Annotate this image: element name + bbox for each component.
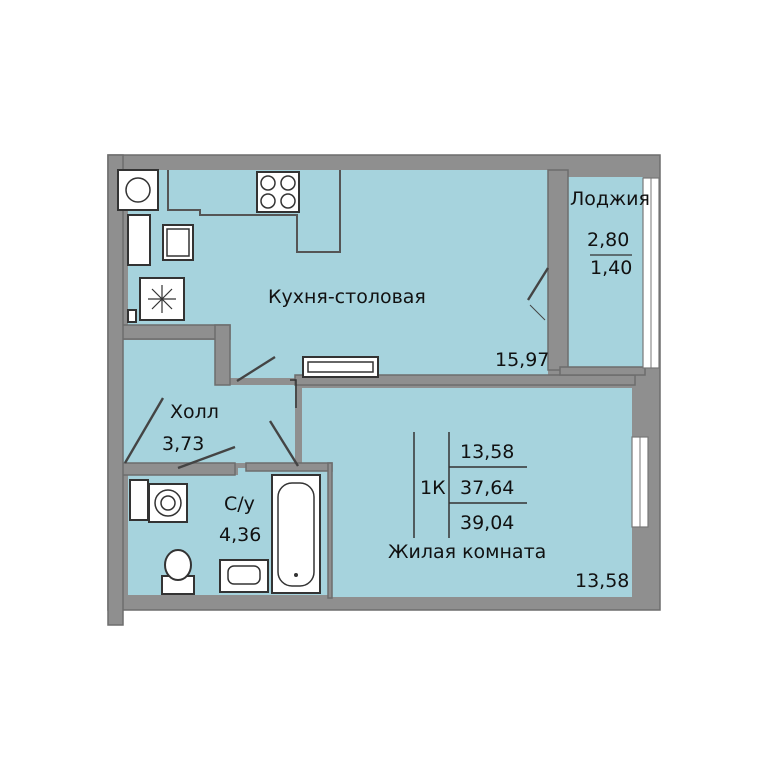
total-with-loggia-value: 39,04: [460, 512, 514, 534]
interior-walls: [107, 154, 646, 626]
bathroom-fixtures: [129, 474, 321, 595]
living-area-value: 13,58: [460, 441, 514, 463]
living-name: Жилая комната: [388, 541, 546, 563]
total-area-value: 37,64: [460, 477, 514, 499]
hall-name: Холл: [170, 401, 219, 423]
loggia-name: Лоджия: [570, 188, 650, 210]
radiator-icon: [302, 356, 379, 378]
vent-shaft-icon: [117, 169, 159, 211]
apartment-type: 1К: [420, 477, 446, 499]
living-area-value: 13,58: [575, 570, 629, 592]
sink-icon: [162, 224, 194, 261]
washbasin-icon: [219, 559, 269, 593]
hall-area-value: 3,73: [162, 433, 204, 455]
hall-area: [123, 340, 295, 463]
area-summary: 1К 13,58 37,64 39,04: [413, 432, 527, 538]
loggia-area-total: 2,80: [587, 229, 629, 251]
kitchen-counter: [117, 169, 341, 323]
room-labels: Лоджия 2,80 1,40 Кухня-столовая 15,97 Хо…: [162, 188, 650, 592]
loggia-area: [568, 177, 643, 367]
bathroom-area-value: 4,36: [219, 524, 261, 546]
windows: [631, 177, 660, 528]
fridge-icon: [127, 214, 151, 266]
bathroom-name: С/у: [224, 493, 255, 515]
loggia-area-reduced: 1,40: [590, 257, 632, 279]
stove-icon: [256, 171, 300, 213]
living-area: [302, 388, 632, 597]
kitchen-area-value: 15,97: [495, 349, 549, 371]
kitchen-name: Кухня-столовая: [268, 286, 426, 308]
kitchen-area: [150, 170, 548, 378]
doors: [123, 267, 550, 470]
